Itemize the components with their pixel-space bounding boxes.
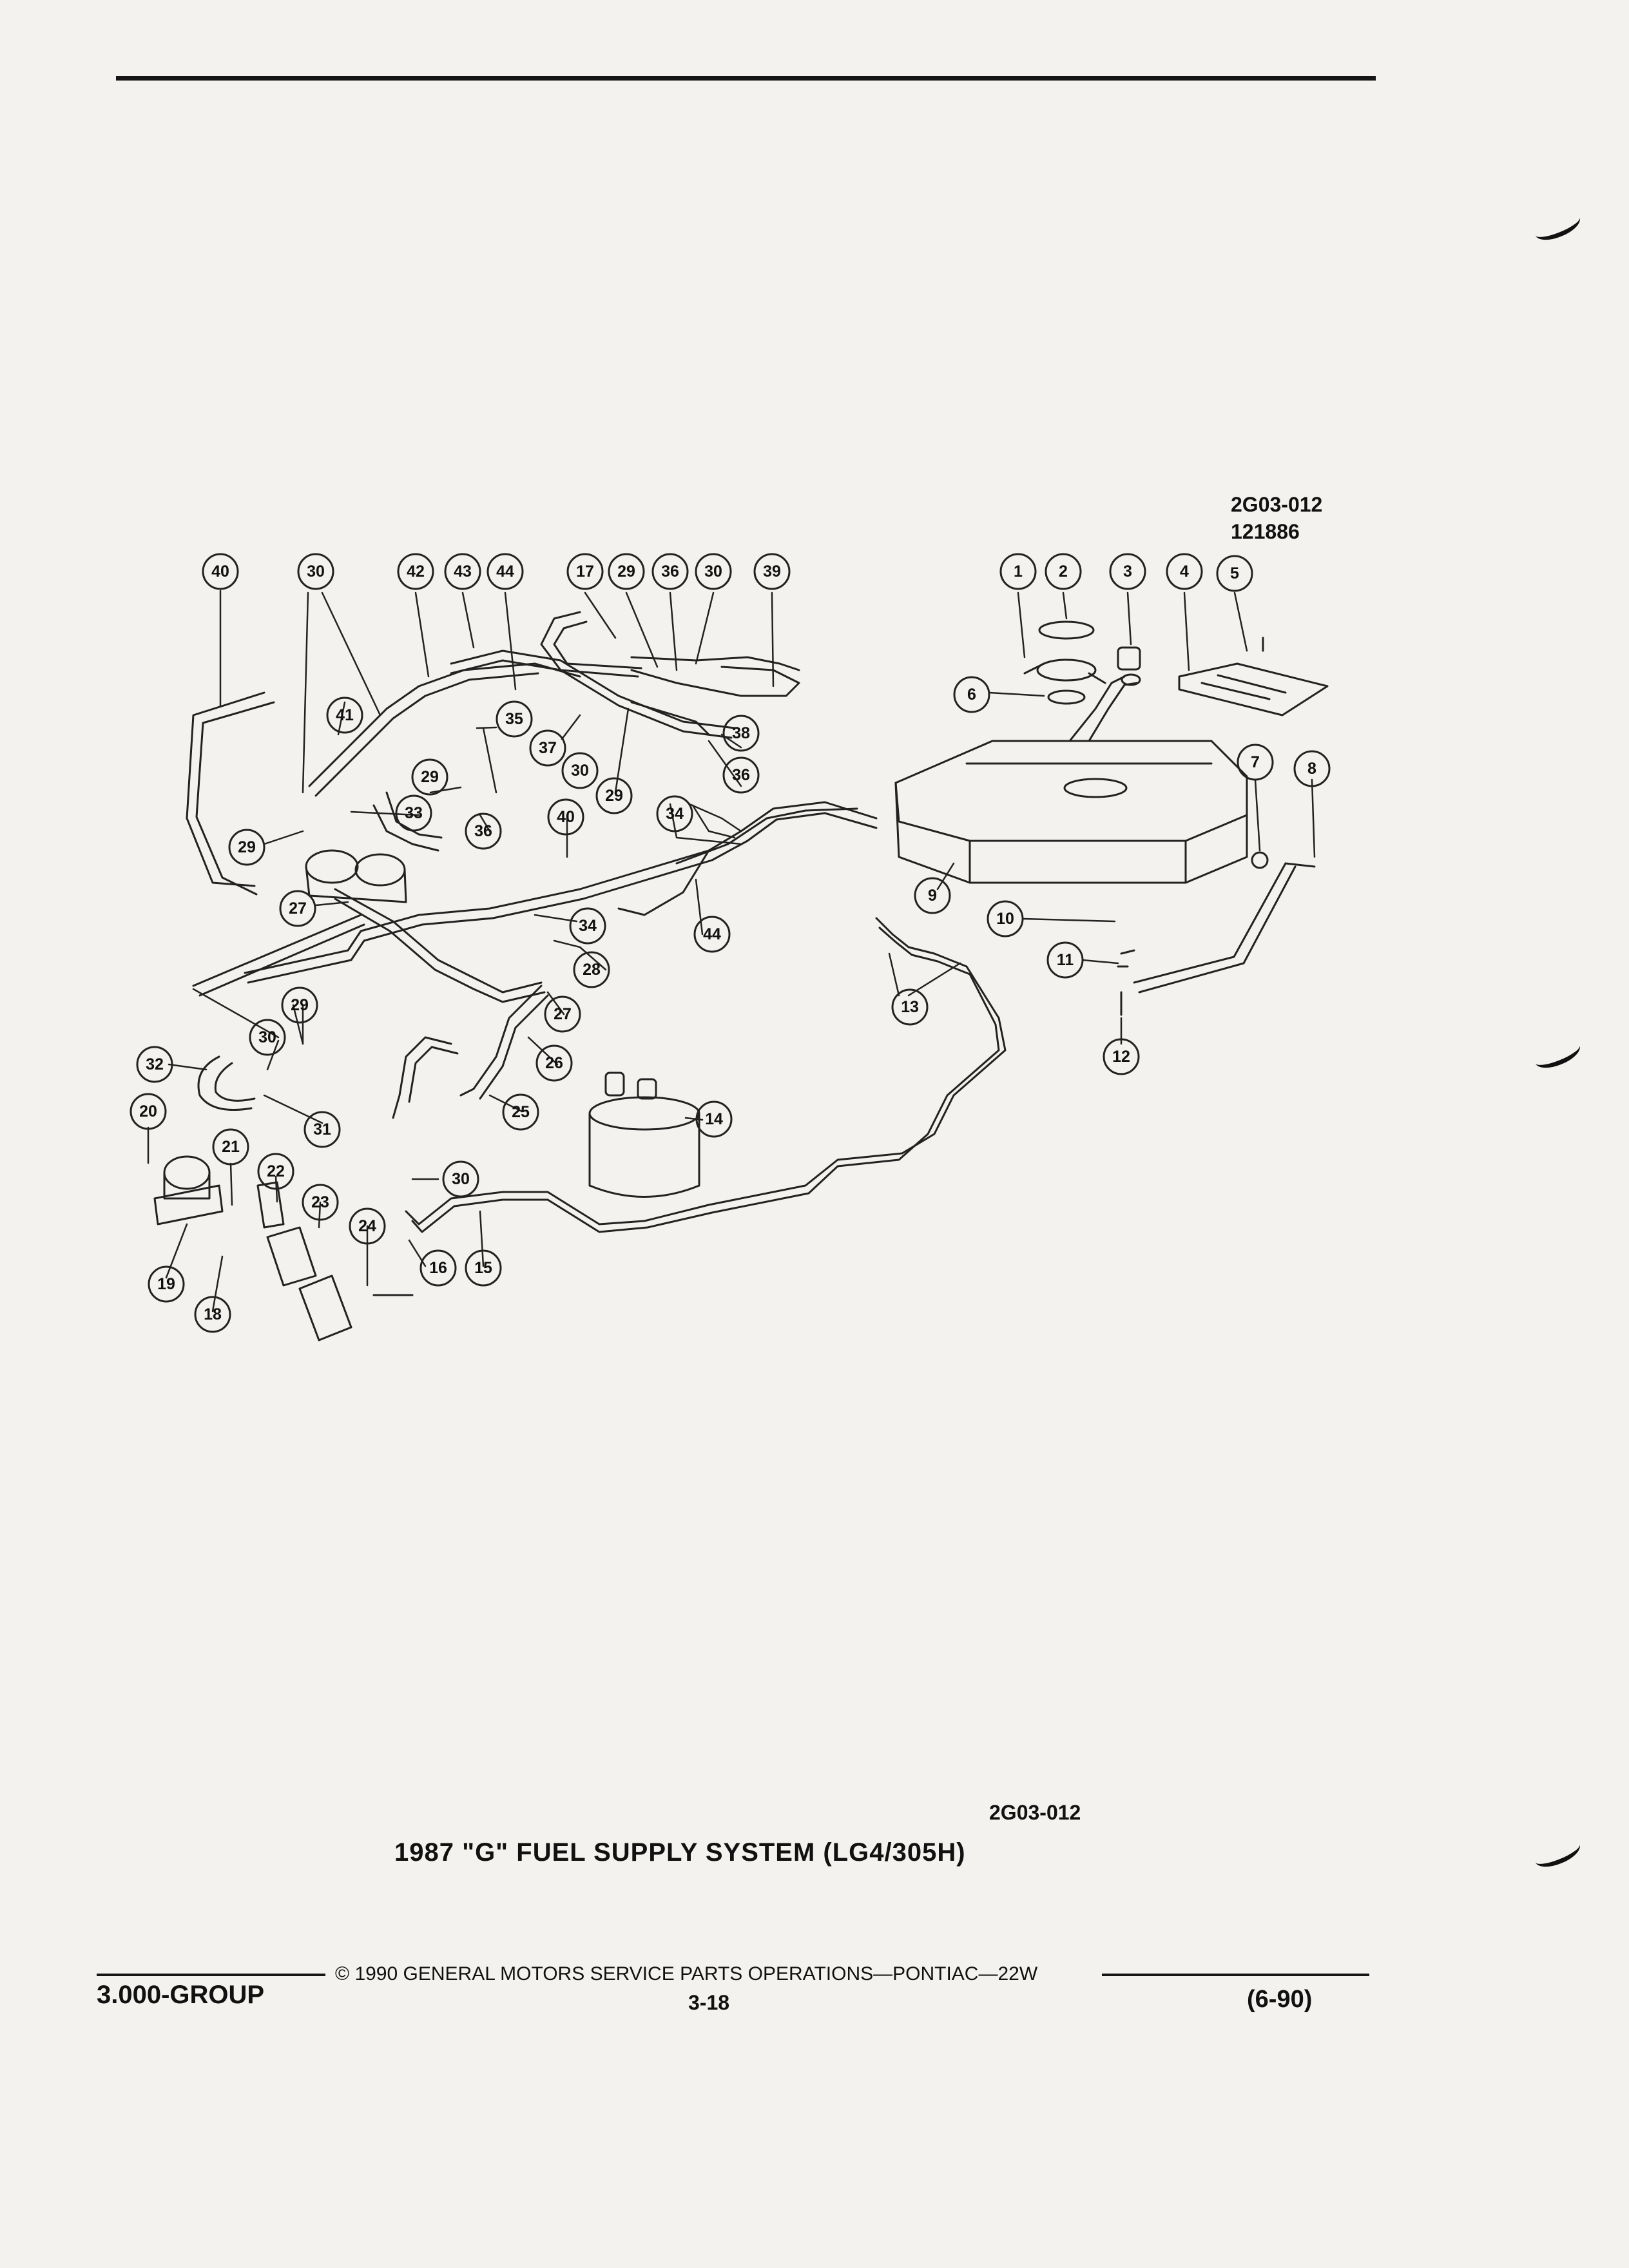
callout-42: 42 [407, 562, 425, 581]
callout-33: 33 [405, 804, 423, 822]
callout-13: 13 [901, 998, 919, 1016]
callout-5: 5 [1230, 564, 1239, 582]
callout-31: 31 [313, 1120, 331, 1139]
page-number: 3-18 [688, 1991, 730, 2014]
callout-21: 21 [222, 1138, 240, 1156]
footer-rule-right [1102, 1974, 1369, 1976]
vapor-line-drawing [405, 917, 1007, 1233]
callout-43: 43 [454, 562, 472, 581]
callout-28: 28 [583, 961, 601, 979]
callout-15: 15 [474, 1259, 492, 1277]
figure-title: 1987 "G" FUEL SUPPLY SYSTEM (LG4/305H) [394, 1838, 966, 1867]
callout-29: 29 [291, 996, 309, 1014]
leader-lines [147, 590, 1316, 1312]
callout-36: 36 [732, 766, 750, 784]
callout-36: 36 [474, 822, 492, 840]
callout-40: 40 [557, 808, 575, 826]
vapor-canister-drawing [588, 1072, 700, 1198]
callout-36: 36 [661, 562, 679, 581]
callout-10: 10 [996, 910, 1014, 928]
callout-34: 34 [579, 917, 597, 935]
tank-fittings-drawing [1023, 620, 1329, 716]
figure-code: 2G03-012 [989, 1801, 1081, 1824]
callout-6: 6 [967, 686, 976, 704]
callout-25: 25 [512, 1103, 530, 1121]
callout-30: 30 [704, 562, 722, 581]
main-fuel-lines-drawing [244, 801, 878, 984]
group-number: 3.000-GROUP [97, 1981, 265, 2009]
callout-40: 40 [211, 562, 229, 581]
top-rule [116, 76, 1376, 81]
callout-18: 18 [204, 1305, 222, 1323]
callout-30: 30 [452, 1170, 470, 1188]
callout-4: 4 [1180, 562, 1189, 581]
callout-2: 2 [1059, 562, 1068, 581]
callout-16: 16 [429, 1259, 447, 1277]
copyright-line: © 1990 GENERAL MOTORS SERVICE PARTS OPER… [335, 1963, 1038, 1984]
callout-12: 12 [1112, 1048, 1130, 1066]
callout-26: 26 [545, 1054, 563, 1072]
callout-29: 29 [421, 768, 439, 786]
tank-strap-drawing [1117, 851, 1316, 1016]
fuel-pump-drawing [153, 1055, 414, 1341]
callout-7: 7 [1251, 753, 1260, 771]
callout-38: 38 [732, 724, 750, 742]
callout-27: 27 [554, 1005, 572, 1023]
revision-date: (6-90) [1247, 1986, 1313, 2013]
callout-14: 14 [705, 1110, 723, 1128]
diagram-code: 2G03-012 [1231, 493, 1323, 516]
callout-35: 35 [505, 710, 523, 728]
callout-8: 8 [1307, 760, 1316, 778]
diagram-date-code: 121886 [1231, 520, 1300, 543]
callout-17: 17 [576, 562, 594, 581]
diagram-reference: 2G03-012 121886 [1231, 491, 1322, 545]
callout-9: 9 [928, 887, 937, 905]
callout-20: 20 [139, 1102, 157, 1120]
callout-39: 39 [763, 562, 781, 581]
callout-11: 11 [1057, 951, 1074, 969]
callout-44: 44 [703, 925, 721, 943]
callout-3: 3 [1123, 562, 1132, 581]
callout-24: 24 [358, 1217, 376, 1235]
throttle-body-drawing [305, 849, 407, 903]
callout-1: 1 [1014, 562, 1023, 581]
callout-32: 32 [146, 1055, 164, 1073]
callout-29: 29 [617, 562, 635, 581]
callout-30: 30 [571, 762, 589, 780]
front-lines-drawing [192, 888, 549, 1119]
callout-41: 41 [336, 706, 354, 724]
footer-rule-left [97, 1974, 325, 1976]
fuel-tank-drawing [894, 673, 1248, 884]
callout-27: 27 [289, 899, 307, 918]
callout-30: 30 [258, 1028, 276, 1046]
callout-23: 23 [311, 1193, 329, 1211]
callout-19: 19 [157, 1275, 175, 1293]
callout-34: 34 [666, 805, 684, 823]
callout-29: 29 [238, 838, 256, 856]
callout-22: 22 [267, 1162, 285, 1180]
callout-37: 37 [539, 739, 557, 757]
callout-44: 44 [496, 562, 514, 581]
callout-29: 29 [605, 787, 623, 805]
callout-30: 30 [307, 562, 325, 581]
